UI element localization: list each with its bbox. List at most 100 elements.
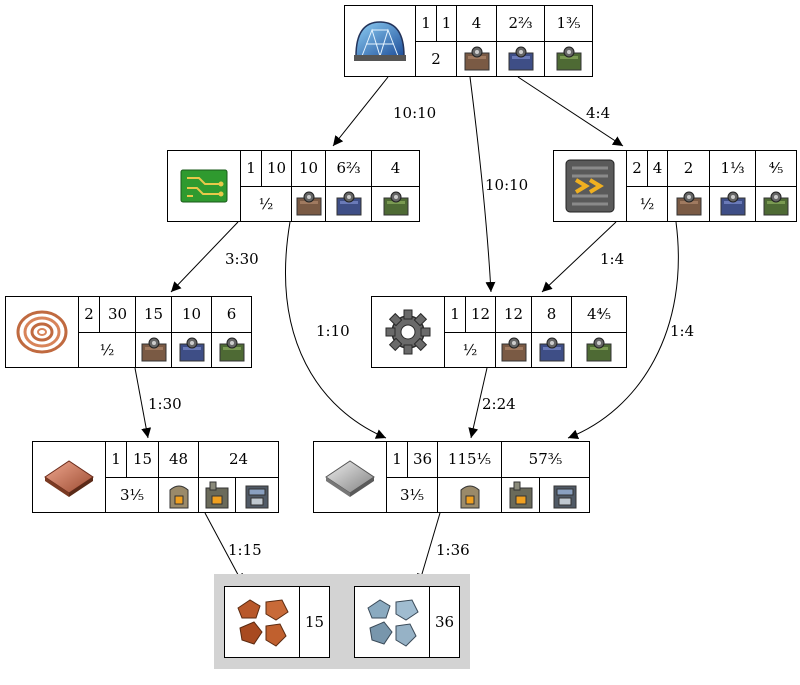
edge-label: 1:15	[228, 541, 262, 559]
stat-cell: 8	[531, 297, 571, 332]
resource-amount: 15	[304, 613, 325, 631]
stat-cell: 1⅗	[544, 6, 592, 41]
stat-cell: 6	[211, 297, 251, 332]
edge-circuit-iron	[285, 221, 387, 439]
stat-cell: 36	[407, 442, 437, 477]
recipe-node-iron-plate: 1 36 115⅕ 57⅗ 3⅕	[313, 441, 590, 513]
machine-count: ½	[462, 340, 478, 359]
stat-cell: 4	[371, 151, 419, 186]
stat-cell: 4	[647, 151, 667, 186]
steel-furnace-icon	[198, 477, 235, 512]
stat-cell: 1	[450, 305, 460, 324]
stat-cell: 1	[421, 14, 431, 33]
edge-label: 3:30	[225, 250, 259, 268]
machine-count: ½	[258, 194, 274, 213]
stone-furnace-icon	[158, 477, 198, 512]
edge-label: 1:30	[148, 395, 182, 413]
edge-label: 1:4	[670, 322, 695, 340]
edge-label: 1:4	[600, 250, 625, 268]
edge-dome-gear	[469, 76, 496, 293]
stat-cell: 10	[291, 151, 325, 186]
recipe-node-gear: 1 12 12 8 4⅘ ½	[371, 296, 627, 368]
recipe-node-dome: 1 1 4 2⅔ 1⅗ 2	[344, 5, 593, 77]
edge-iron-ore	[417, 512, 441, 585]
stat-cell: 15	[135, 297, 171, 332]
iron-plate-icon	[314, 442, 387, 512]
green-assembler-icon	[211, 332, 251, 367]
stat-cell: 1	[392, 450, 402, 469]
brown-assembler-icon	[291, 186, 325, 221]
stat-cell: 1	[436, 6, 456, 41]
stat-cell: 2	[84, 305, 94, 324]
edge-label: 1:36	[436, 541, 470, 559]
stat-cell: 15	[126, 442, 158, 477]
stat-cell: 4⅘	[571, 297, 626, 332]
stat-cell: 24	[198, 442, 278, 477]
stat-cell: 57⅗	[501, 442, 589, 477]
edge-label: 10:10	[393, 104, 437, 122]
stat-cell: 10	[171, 297, 211, 332]
machine-count: 3⅕	[399, 485, 425, 504]
dome-icon	[345, 6, 416, 76]
edge-label: 2:24	[482, 395, 516, 413]
resource-amount: 36	[434, 613, 455, 631]
brown-assembler-icon	[456, 41, 496, 76]
edge-label: 10:10	[485, 176, 529, 194]
circuit-board-icon	[168, 151, 241, 221]
recipe-node-circuit: 1 10 10 6⅔ 4 ½	[167, 150, 420, 222]
brown-assembler-icon	[495, 332, 531, 367]
stat-cell: 2⅔	[496, 6, 544, 41]
machine-count: ½	[99, 340, 115, 359]
blue-assembler-icon	[325, 186, 371, 221]
recipe-node-belt: 2 4 2 1⅓ ⅘ ½	[553, 150, 797, 222]
edge-belt-iron	[567, 221, 679, 440]
stat-cell: 2	[667, 151, 709, 186]
green-assembler-icon	[755, 186, 796, 221]
recipe-node-copper-cable: 2 30 15 10 6 ½	[5, 296, 252, 368]
edge-dome-circuit	[332, 76, 389, 147]
edge-dome-belt	[517, 76, 624, 147]
blue-assembler-icon	[171, 332, 211, 367]
recipe-node-copper-plate: 1 15 48 24 3⅕	[32, 441, 279, 513]
copper-ore-icon	[225, 587, 300, 657]
resource-iron-ore: 36	[354, 586, 460, 658]
blue-assembler-icon	[709, 186, 755, 221]
edge-belt-gear	[541, 221, 617, 293]
electric-furnace-icon	[539, 477, 589, 512]
stat-cell: 1⅓	[709, 151, 755, 186]
green-assembler-icon	[571, 332, 626, 367]
edge-label: 1:10	[316, 322, 350, 340]
machine-count: 3⅕	[119, 485, 145, 504]
resource-group: 15 36	[214, 574, 470, 669]
stat-cell: 30	[99, 297, 135, 332]
blue-assembler-icon	[531, 332, 571, 367]
stone-furnace-icon	[437, 477, 501, 512]
blue-assembler-icon	[496, 41, 544, 76]
gear-icon	[372, 297, 445, 367]
copper-plate-icon	[33, 442, 106, 512]
conveyor-belt-icon	[554, 151, 627, 221]
edge-copper-ore	[204, 512, 244, 585]
stat-cell: 12	[495, 297, 531, 332]
green-assembler-icon	[371, 186, 419, 221]
edge-label: 4:4	[586, 104, 611, 122]
machine-count: 2	[431, 49, 441, 68]
stat-cell: 48	[158, 442, 198, 477]
stat-cell: 1	[246, 159, 256, 178]
brown-assembler-icon	[135, 332, 171, 367]
electric-furnace-icon	[235, 477, 278, 512]
stat-cell: 115⅕	[437, 442, 501, 477]
stat-cell: 12	[465, 297, 495, 332]
green-assembler-icon	[544, 41, 592, 76]
edge-gear-iron	[468, 367, 488, 439]
machine-count: ½	[639, 194, 655, 213]
stat-cell: 10	[261, 151, 291, 186]
stat-cell: 1	[111, 450, 121, 469]
resource-copper-ore: 15	[224, 586, 330, 658]
stat-cell: 4	[456, 6, 496, 41]
edge-cable-copper	[134, 367, 152, 439]
edge-circuit-cable	[170, 221, 239, 293]
iron-ore-icon	[355, 587, 430, 657]
stat-cell: ⅘	[755, 151, 796, 186]
